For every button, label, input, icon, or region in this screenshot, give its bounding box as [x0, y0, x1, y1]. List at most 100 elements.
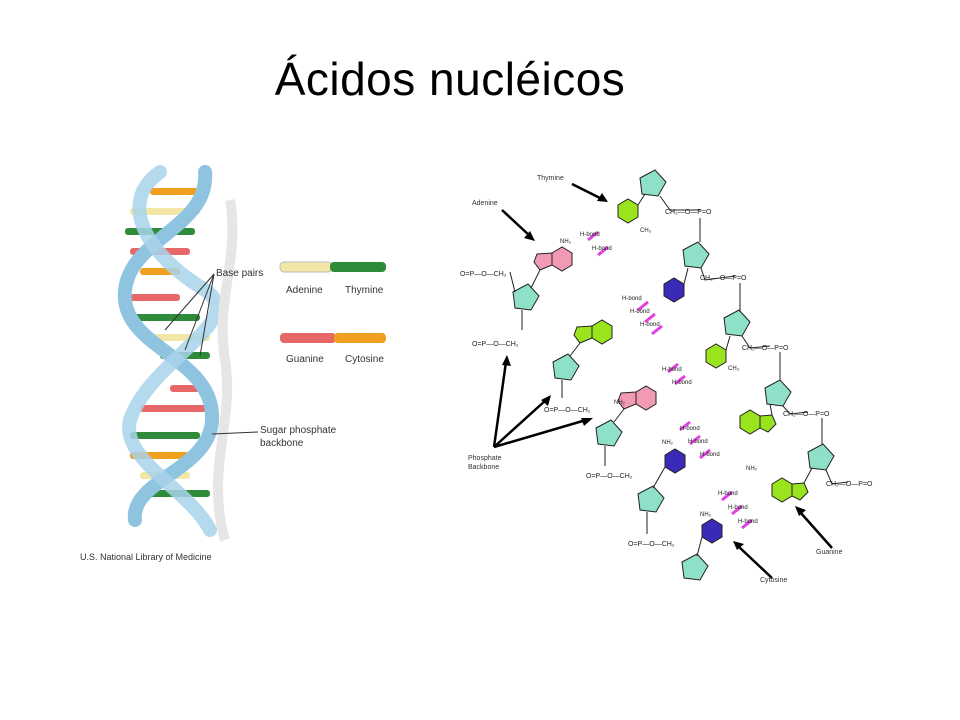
adenine-label: Adenine	[472, 200, 498, 207]
hbond-label: H-bond	[580, 232, 600, 238]
phosphate-group: O=P—O—CH₂	[586, 473, 633, 480]
backbone-bond	[782, 405, 809, 415]
pointer-line	[199, 273, 215, 357]
guanine-swatch	[280, 333, 336, 343]
guanine-base	[759, 414, 777, 433]
phosphate-label-1: Phosphate	[468, 455, 502, 462]
base-pairs-label: Base pairs	[216, 268, 263, 279]
sugar-ring	[723, 309, 751, 337]
backbone-label-1: Sugar phosphate	[260, 425, 337, 436]
backbone-bond	[741, 335, 771, 349]
atom-label: NH₂	[746, 466, 758, 472]
hbond-label: H-bond	[662, 367, 682, 373]
glycosidic-bond	[569, 342, 581, 357]
backbone-strand	[117, 165, 220, 527]
backbone-bond	[700, 267, 736, 281]
backbone-bond	[509, 271, 516, 293]
hbond-label: H-bond	[688, 439, 708, 445]
hbond-label: H-bond	[728, 505, 748, 511]
cytosine-base	[664, 448, 686, 474]
glycosidic-bond	[769, 403, 773, 416]
glycosidic-bond	[652, 466, 666, 489]
atom-label: NH₂	[560, 239, 572, 245]
hbond-label: H-bond	[592, 246, 612, 252]
pointer-line	[164, 273, 215, 331]
sugar-ring	[807, 443, 835, 471]
guanine-base	[591, 319, 613, 345]
thymine-base	[617, 198, 639, 224]
atom-label: NH₂	[614, 400, 626, 406]
thymine-swatch	[330, 262, 386, 272]
guanine-base	[791, 482, 809, 501]
atom-label: CH₃	[728, 366, 740, 372]
hbond-label: H-bond	[680, 426, 700, 432]
phosphate-group: CH₂—O—P=O	[742, 345, 789, 352]
phosphate-label-2: Backbone	[468, 464, 499, 471]
phosphate-group: O=P—O—CH₂	[544, 407, 591, 414]
atom-label: NH₂	[700, 512, 712, 518]
phosphate-group: CH₂—O—P=O	[783, 411, 830, 418]
dna-helix-figure: Base pairs Adenine Thymine Guanine Cytos…	[80, 165, 386, 562]
adenine-base	[551, 246, 573, 272]
sugar-ring	[681, 553, 709, 581]
guanine-base	[739, 409, 761, 435]
adenine-swatch	[279, 261, 333, 273]
hbond-label: H-bond	[700, 452, 720, 458]
cytosine-base	[701, 518, 723, 544]
hbond-label: H-bond	[718, 491, 738, 497]
legend-adenine: Adenine	[286, 285, 323, 296]
hbond-label: H-bond	[622, 296, 642, 302]
legend-guanine-cytosine: Guanine Cytosine	[280, 333, 386, 365]
sugar-ring	[639, 169, 667, 197]
phosphate-group: CH₂—O—P=O	[826, 481, 873, 488]
sugar-ring	[512, 283, 540, 311]
backbone-strand	[122, 165, 224, 537]
rung	[150, 188, 200, 195]
phosphate-group: O=P—O—CH₂	[460, 271, 507, 278]
cytosine-base	[663, 277, 685, 303]
glycosidic-bond	[725, 335, 731, 351]
sugar-ring	[552, 353, 580, 381]
atom-label: CH₃	[640, 228, 652, 234]
structure-labels: Thymine Adenine Phosphate Backbone Guani…	[460, 175, 873, 584]
thymine-label: Thymine	[537, 175, 564, 182]
slide-title: Ácidos nucléicos	[274, 53, 626, 105]
hbond-label: H-bond	[672, 380, 692, 386]
phosphate-group: CH₂—O—P=O	[700, 275, 747, 282]
glycosidic-bond	[803, 467, 813, 484]
cytosine-label: Cytosine	[760, 577, 787, 584]
backbone-bond	[825, 469, 849, 485]
glycosidic-bond	[696, 536, 703, 557]
legend-thymine: Thymine	[345, 285, 384, 296]
phosphate-group: O=P—O—CH₂	[472, 341, 519, 348]
guanine-base	[573, 325, 593, 344]
rung	[140, 405, 210, 412]
backbone-bond	[659, 195, 700, 211]
rung	[130, 294, 180, 301]
glycosidic-bond	[530, 269, 541, 289]
legend-guanine: Guanine	[286, 354, 324, 365]
hbond-marks	[587, 230, 753, 530]
adenine-base	[617, 391, 637, 410]
glycosidic-bond	[637, 193, 646, 206]
hbond-label: H-bond	[630, 309, 650, 315]
phosphate-group: O=P—O—CH₂	[628, 541, 675, 548]
backbone-shadow	[213, 199, 238, 542]
pointer-arrows	[492, 182, 833, 579]
glycosidic-bond	[683, 267, 689, 285]
hbond-label: H-bond	[640, 322, 660, 328]
dna-chemical-structure	[492, 169, 849, 581]
atom-label: NH₂	[662, 440, 674, 446]
guanine-label: Guanine	[816, 549, 843, 556]
adenine-base	[533, 252, 553, 271]
sugar-ring	[637, 485, 665, 513]
hbond-label: H-bond	[738, 519, 758, 525]
pointer-line	[211, 431, 259, 435]
rung	[130, 314, 200, 321]
guanine-base	[771, 477, 793, 503]
sugar-ring	[764, 379, 792, 407]
thymine-base	[705, 343, 727, 369]
cytosine-swatch	[334, 333, 386, 343]
sugar-ring	[595, 419, 623, 447]
